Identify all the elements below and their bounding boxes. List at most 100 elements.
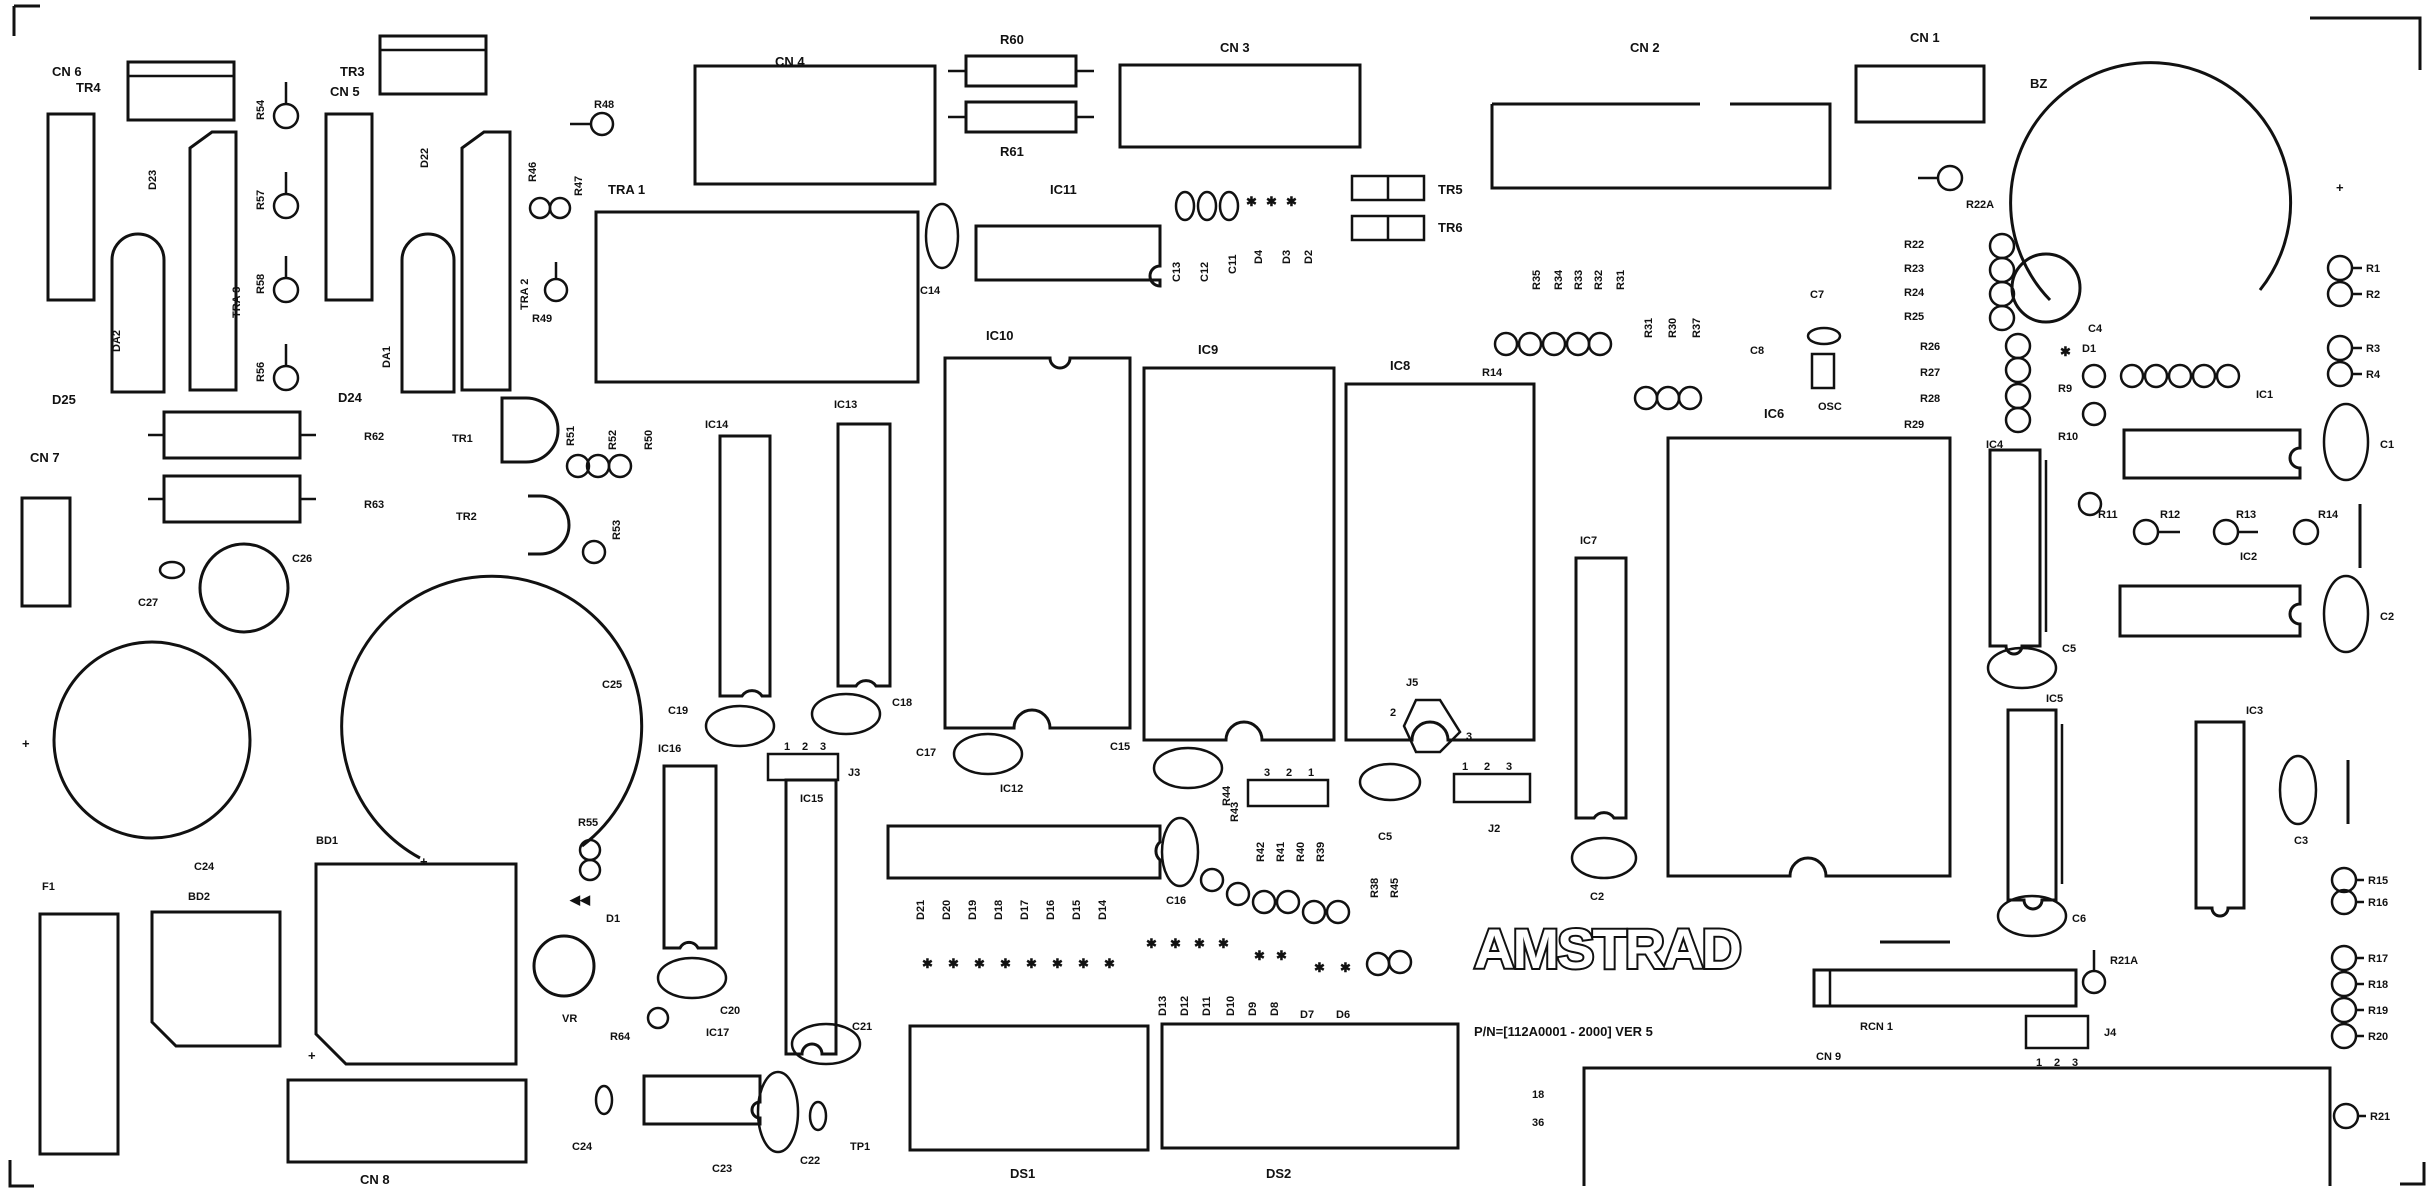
- svg-text:✱: ✱: [1254, 948, 1265, 963]
- svg-text:IC15: IC15: [800, 793, 823, 805]
- ic-ic15: IC15: [784, 778, 838, 1056]
- svg-text:IC5: IC5: [2046, 693, 2063, 705]
- svg-text:✱: ✱: [1266, 194, 1277, 209]
- capacitor-c15: C15: [1110, 741, 1224, 790]
- svg-text:CN 1: CN 1: [1910, 30, 1940, 45]
- resistor-r44-array: 3 2 1 R43: [1229, 767, 1330, 822]
- capacitor-c24: C24: [572, 1084, 614, 1153]
- svg-text:D25: D25: [52, 392, 76, 407]
- capacitor-c8: C8: [1750, 345, 1764, 357]
- svg-text:D23: D23: [147, 170, 159, 190]
- svg-text:C12: C12: [1199, 262, 1211, 282]
- svg-text:C13: C13: [1171, 262, 1183, 282]
- svg-text:C20: C20: [720, 1005, 740, 1017]
- capacitor-c12: C12: [1196, 190, 1218, 282]
- svg-text:IC9: IC9: [1198, 342, 1218, 357]
- svg-text:CN 3: CN 3: [1220, 40, 1250, 55]
- transistor-tr2: TR2: [456, 494, 571, 556]
- svg-text:✱: ✱: [922, 956, 933, 971]
- svg-text:✱: ✱: [1218, 936, 1229, 951]
- jumper-j5: J5 2 3: [1390, 677, 1472, 754]
- svg-text:C2: C2: [2380, 611, 2394, 623]
- svg-text:IC7: IC7: [1580, 535, 1597, 547]
- svg-text:R19: R19: [2368, 1005, 2388, 1017]
- svg-text:R21: R21: [2370, 1111, 2390, 1123]
- display-ds1: DS1: [908, 1024, 1150, 1181]
- diode-d21: ◀◀D1: [569, 892, 620, 925]
- connector-cn7: CN 7: [20, 450, 72, 608]
- resistor-r51: R51: [565, 426, 591, 479]
- svg-text:IC13: IC13: [834, 399, 857, 411]
- capacitor-c7: C7: [1806, 289, 1842, 346]
- variable-resistor-vr: VR: [532, 934, 596, 1025]
- capacitor-c16: C16: [1160, 816, 1200, 907]
- resistor-row-ic1: IC1: [2119, 363, 2273, 401]
- svg-text:D18: D18: [993, 900, 1005, 920]
- capacitor-c23: C23: [712, 1070, 800, 1175]
- resistor-r13: R13: [2212, 509, 2258, 546]
- svg-text:D17: D17: [1019, 900, 1031, 920]
- svg-text:36: 36: [1532, 1117, 1544, 1129]
- svg-text:R40: R40: [1295, 842, 1307, 862]
- svg-text:J2: J2: [1488, 823, 1500, 835]
- resistor-r17: R17: [2330, 944, 2388, 972]
- svg-text:R47: R47: [573, 176, 585, 196]
- svg-text:✱: ✱: [2060, 344, 2071, 359]
- svg-text:R10: R10: [2058, 431, 2078, 443]
- svg-text:OSC: OSC: [1818, 401, 1842, 413]
- svg-text:R43: R43: [1229, 802, 1241, 822]
- svg-text:TR6: TR6: [1438, 220, 1463, 235]
- svg-text:R42: R42: [1255, 842, 1267, 862]
- svg-text:R12: R12: [2160, 509, 2180, 521]
- svg-text:D1: D1: [606, 913, 620, 925]
- resistor-r53: R53: [581, 520, 623, 565]
- svg-text:R9: R9: [2058, 383, 2072, 395]
- svg-text:✱: ✱: [1052, 956, 1063, 971]
- ic-ic1-body: [2122, 428, 2302, 480]
- resistor-column-r22: R22 R23 R24 R25 R26 R27 R28 R29: [1904, 232, 2032, 434]
- svg-text:+: +: [420, 854, 428, 869]
- capacitor-c2: C2: [2322, 574, 2394, 654]
- capacitor-c17: C17: [916, 732, 1024, 776]
- svg-text:R22A: R22A: [1966, 199, 1994, 211]
- transformer-tra1: TRA 1: [594, 182, 920, 384]
- display-ds2: DS2: [1160, 1022, 1460, 1181]
- capacitor-c22: C22: [800, 1100, 828, 1167]
- svg-text:✱: ✱: [1194, 936, 1205, 951]
- svg-text:IC8: IC8: [1390, 358, 1410, 373]
- svg-text:TRA 2: TRA 2: [519, 279, 531, 310]
- svg-text:C23: C23: [712, 1163, 732, 1175]
- svg-text:R26: R26: [1920, 341, 1940, 353]
- svg-text:R2: R2: [2366, 289, 2380, 301]
- svg-text:IC10: IC10: [986, 328, 1013, 343]
- svg-text:3: 3: [1506, 761, 1512, 773]
- svg-text:R60: R60: [1000, 32, 1024, 47]
- svg-text:CN 9: CN 9: [1816, 1051, 1841, 1063]
- transistor-tr4: CN 6 TR4: [52, 60, 236, 122]
- svg-text:3: 3: [2072, 1057, 2078, 1069]
- svg-text:✱: ✱: [1276, 948, 1287, 963]
- svg-text:D12: D12: [1179, 996, 1191, 1016]
- svg-text:D10: D10: [1225, 996, 1237, 1016]
- ic-ic6: IC6: [1666, 406, 1952, 878]
- svg-text:TR2: TR2: [456, 511, 477, 523]
- capacitor-c20: C20: [656, 956, 740, 1017]
- svg-text:+: +: [2336, 180, 2344, 195]
- svg-text:C5: C5: [2062, 643, 2076, 655]
- svg-text:F1: F1: [42, 881, 55, 893]
- svg-text:C24: C24: [572, 1141, 593, 1153]
- svg-text:R39: R39: [1315, 842, 1327, 862]
- svg-text:DS1: DS1: [1010, 1166, 1035, 1181]
- svg-text:D24: D24: [338, 390, 363, 405]
- resistor-r1: R1: [2326, 254, 2380, 282]
- svg-text:✱: ✱: [948, 956, 959, 971]
- svg-text:C24: C24: [194, 861, 215, 873]
- resistor-r46: R46: [527, 162, 552, 220]
- svg-text:2: 2: [1484, 761, 1490, 773]
- transistor-tr5: TR5: [1350, 174, 1463, 202]
- component-outline: [46, 112, 96, 302]
- transistor-tr3: TR3 CN 5: [330, 34, 488, 99]
- svg-text:R18: R18: [2368, 979, 2388, 991]
- svg-text:VR: VR: [562, 1013, 577, 1025]
